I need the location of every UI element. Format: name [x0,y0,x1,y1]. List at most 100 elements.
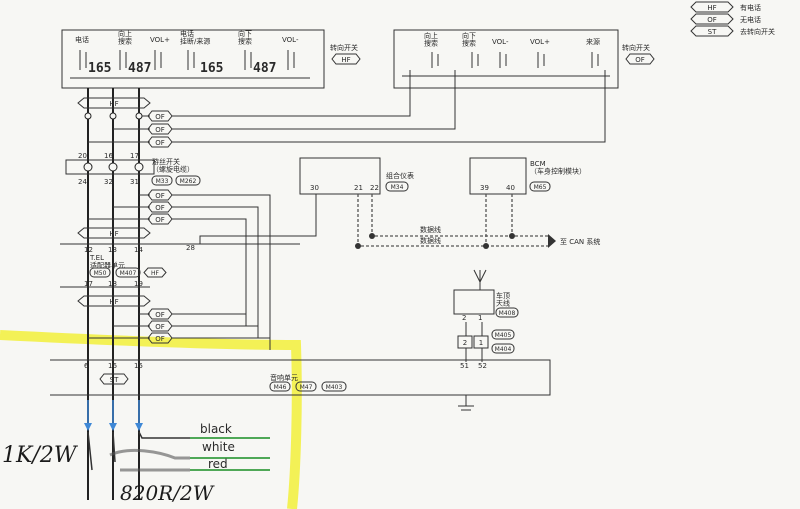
svg-text:M34: M34 [391,184,404,191]
svg-text:OF: OF [155,139,165,147]
svg-text:OF: OF [155,311,165,319]
svg-text:向下搜索: 向下搜索 [238,29,252,46]
added-wiring: black white red [84,400,270,472]
legend-of: OF 无电话 [690,13,761,25]
svg-text:51: 51 [460,362,469,370]
svg-text:数据线: 数据线 [420,225,441,234]
svg-text:487: 487 [128,61,151,76]
svg-text:OF: OF [155,323,165,331]
svg-text:487: 487 [253,61,276,76]
svg-text:20: 20 [78,152,87,160]
steering-switch-hf: 电话 向上搜索 VOL+ 电话挂断/来源 向下搜索 VOL- 165 487 1… [61,29,361,89]
svg-text:40: 40 [506,184,515,192]
svg-text:转向开关: 转向开关 [622,43,650,52]
svg-text:12: 12 [84,246,93,254]
svg-text:来源: 来源 [586,37,600,46]
svg-text:至 CAN 系统: 至 CAN 系统 [560,237,600,246]
svg-text:OF: OF [707,16,717,24]
steering-switch-of: 向上搜索 向下搜索 VOL- VOL+ 来源 转向开关 OF [393,29,655,89]
svg-text:音响单元: 音响单元 [270,373,298,382]
svg-text:2: 2 [463,339,467,347]
svg-text:有电话: 有电话 [740,3,761,12]
svg-text:16: 16 [108,362,117,370]
svg-text:VOL-: VOL- [492,38,509,46]
roof-antenna: 车顶天线 M408 2 1 2 1 M405 M404 51 52 [453,269,519,370]
svg-text:M50: M50 [94,270,107,277]
svg-text:32: 32 [104,178,113,186]
svg-text:ST: ST [708,28,717,36]
svg-text:HF: HF [707,4,716,12]
svg-text:OF: OF [155,192,165,200]
svg-text:M33: M33 [156,178,169,185]
svg-text:游丝开关（螺旋电缆）: 游丝开关（螺旋电缆） [152,157,194,174]
svg-text:17: 17 [130,152,139,160]
svg-text:22: 22 [370,184,379,192]
svg-text:HF: HF [109,100,118,108]
svg-text:13: 13 [108,246,117,254]
svg-text:向上搜索: 向上搜索 [118,29,132,46]
svg-text:M46: M46 [274,384,287,391]
svg-text:HF: HF [109,230,118,238]
svg-text:VOL-: VOL- [282,36,299,44]
svg-text:BCM（车身控制模块）: BCM（车身控制模块） [530,160,586,176]
svg-text:165: 165 [200,61,223,76]
svg-text:组合仪表: 组合仪表 [386,171,414,180]
svg-text:OF: OF [155,335,165,343]
svg-text:OF: OF [155,204,165,212]
wire-red-label: red [208,457,228,471]
svg-text:30: 30 [310,184,319,192]
svg-text:31: 31 [130,178,139,186]
can-system: 数据线 数据线 至 CAN 系统 [420,225,600,248]
svg-text:6: 6 [84,362,89,370]
svg-text:15: 15 [134,362,143,370]
svg-text:21: 21 [354,184,363,192]
svg-text:M408: M408 [499,310,516,317]
legend-st: ST 去转向开关 [690,25,775,37]
svg-text:OF: OF [155,216,165,224]
svg-text:2: 2 [462,314,466,322]
svg-text:1: 1 [478,314,482,322]
wire-white-label: white [202,440,235,454]
svg-text:车顶天线: 车顶天线 [496,291,510,308]
svg-text:去转向开关: 去转向开关 [740,27,775,36]
svg-text:M404: M404 [495,346,512,353]
clock-spring: 20 16 17 24 32 31 游丝开关（螺旋电缆） M33 M262 [65,152,201,186]
legend-hf: HF 有电话 [690,1,761,13]
svg-text:14: 14 [134,246,143,254]
svg-text:17: 17 [84,280,93,288]
svg-text:转向开关: 转向开关 [330,43,358,52]
svg-text:OF: OF [155,113,165,121]
svg-text:28: 28 [186,244,195,252]
svg-text:M47: M47 [300,384,313,391]
svg-text:VOL+: VOL+ [150,36,170,44]
svg-text:M407: M407 [120,270,137,277]
mid-of-taps: OF OF OF HF [77,189,271,350]
svg-text:M65: M65 [534,184,547,191]
svg-text:无电话: 无电话 [740,15,761,24]
svg-text:HF: HF [151,270,160,277]
svg-text:数据线: 数据线 [420,236,441,245]
svg-text:M403: M403 [326,384,343,391]
svg-text:24: 24 [78,178,87,186]
svg-text:ST: ST [110,376,119,384]
svg-text:1: 1 [479,339,483,347]
svg-text:19: 19 [134,280,143,288]
svg-text:M262: M262 [180,178,197,185]
svg-text:OF: OF [635,56,645,64]
svg-text:HF: HF [341,56,350,64]
svg-text:16: 16 [104,152,113,160]
bcm: BCM（车身控制模块） M65 39 40 [355,157,586,249]
highlight-marks [0,330,302,509]
handwritten-bottom: 820R/2W [120,481,215,505]
svg-text:165: 165 [88,61,111,76]
legend: HF 有电话 OF 无电话 ST 去转向开关 [690,1,775,37]
wire-black-label: black [200,422,232,436]
svg-text:向上搜索: 向上搜索 [424,31,438,48]
svg-text:39: 39 [480,184,489,192]
handwritten-notes: 1K/2W 820R/2W [2,443,215,505]
svg-text:M405: M405 [495,332,512,339]
svg-text:VOL+: VOL+ [530,38,550,46]
